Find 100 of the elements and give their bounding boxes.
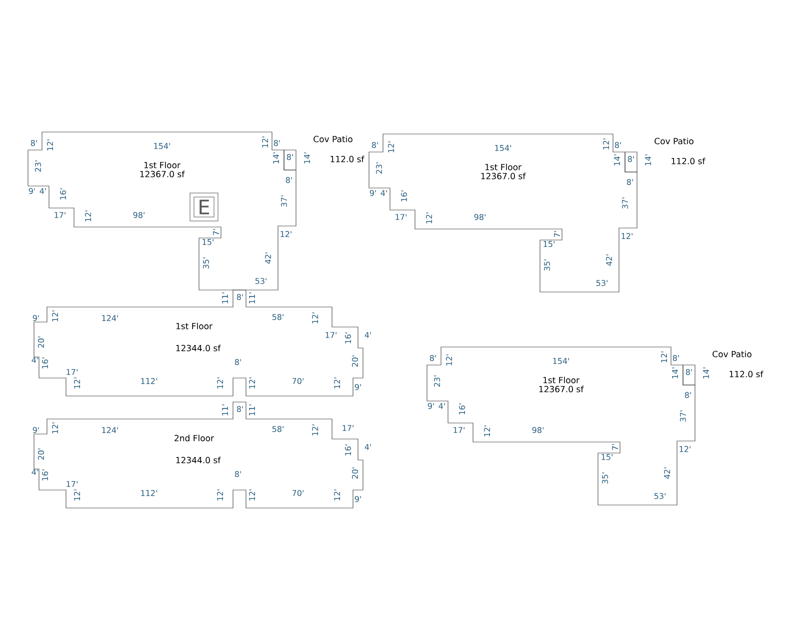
node-label: Cov Patio bbox=[712, 350, 752, 358]
dimension-label: 8' bbox=[286, 154, 293, 160]
dimension-label: 11' bbox=[222, 292, 228, 304]
dimension-label: 20' bbox=[38, 336, 44, 348]
dimension-label: 14' bbox=[672, 368, 678, 378]
dimension-label: 12' bbox=[334, 490, 340, 500]
dimension-label: 16' bbox=[344, 332, 352, 344]
dimension-label: 12' bbox=[312, 312, 318, 324]
dimension-label: 17' bbox=[54, 212, 66, 218]
node-label: 112.0 sf bbox=[330, 156, 364, 162]
node-label: 112.0 sf bbox=[730, 370, 764, 378]
dimension-label: 20' bbox=[38, 448, 44, 460]
dimension-label: 12' bbox=[52, 310, 58, 322]
dimension-label: 14' bbox=[645, 154, 651, 166]
dimension-label: 4' bbox=[380, 190, 387, 196]
dimension-label: 98' bbox=[474, 214, 486, 220]
dimension-label: 42' bbox=[664, 468, 670, 479]
dimension-label: 8' bbox=[672, 354, 679, 362]
dimension-label: 9' bbox=[354, 384, 361, 390]
dimension-label: 15' bbox=[202, 239, 214, 245]
dimension-label: 8' bbox=[274, 140, 280, 146]
dimension-label: 12' bbox=[85, 210, 91, 222]
dimension-label: 9' bbox=[32, 314, 39, 322]
dimension-label: 42' bbox=[606, 254, 612, 266]
dimension-label: 8' bbox=[236, 406, 243, 412]
dimension-label: 16' bbox=[60, 188, 66, 200]
dimension-label: 8' bbox=[234, 470, 241, 478]
dimension-label: 9' bbox=[428, 402, 434, 410]
dimension-label: 8' bbox=[684, 392, 691, 398]
dimension-label: 8' bbox=[234, 358, 241, 366]
dimension-label: 35' bbox=[544, 260, 550, 271]
dimension-label: 7' bbox=[612, 444, 618, 450]
dimension-label: 17' bbox=[326, 332, 336, 338]
dimension-label: 8' bbox=[430, 354, 436, 362]
dimension-label: 154' bbox=[495, 145, 511, 151]
dimension-label: 12' bbox=[680, 446, 690, 452]
dimension-label: 12' bbox=[388, 142, 394, 152]
dimension-label: 17' bbox=[342, 425, 354, 431]
dimension-label: 112' bbox=[141, 490, 157, 496]
dimension-label: 12' bbox=[74, 490, 80, 500]
dimension-label: 98' bbox=[532, 426, 544, 434]
dimension-label: 14' bbox=[614, 154, 620, 166]
dimension-label: 17' bbox=[66, 481, 78, 487]
dimension-label: 12' bbox=[47, 140, 53, 150]
dimension-label: 11' bbox=[222, 404, 228, 416]
dimension-label: 16' bbox=[42, 358, 48, 368]
dimension-label: 35' bbox=[602, 472, 608, 484]
node-label: 112.0 sf bbox=[672, 158, 706, 164]
dimension-label: 4' bbox=[40, 188, 46, 194]
dimension-label: 98' bbox=[133, 212, 144, 218]
dimension-label: 42' bbox=[265, 252, 271, 264]
dimension-label: 12' bbox=[484, 426, 490, 436]
dimension-label: 12' bbox=[249, 490, 255, 500]
dimension-label: 17' bbox=[454, 427, 464, 433]
dimension-label: 37' bbox=[680, 410, 686, 422]
dimension-label: 70' bbox=[292, 490, 304, 496]
dimension-label: 12' bbox=[262, 136, 268, 148]
dimension-label: 12' bbox=[603, 138, 609, 150]
dimension-label: 14' bbox=[703, 368, 709, 378]
dimension-label: 16' bbox=[344, 444, 352, 456]
dimension-label: 15' bbox=[602, 454, 612, 460]
dimension-label: 23' bbox=[376, 162, 382, 174]
dimension-label: 14' bbox=[273, 152, 279, 164]
dimension-label: 37' bbox=[280, 196, 288, 207]
dimension-label: 7' bbox=[213, 229, 219, 235]
dimension-label: 17' bbox=[66, 369, 78, 375]
dimension-label: 37' bbox=[622, 198, 628, 209]
dimension-label: 12' bbox=[74, 378, 80, 388]
dimension-label: 124' bbox=[102, 427, 118, 433]
dimension-label: 14' bbox=[304, 152, 310, 164]
dimension-label: 58' bbox=[272, 314, 284, 320]
node-label: Cov Patio bbox=[314, 136, 352, 142]
dimension-label: 4' bbox=[32, 469, 38, 475]
dimension-label: 20' bbox=[352, 468, 358, 479]
dimension-label: 12' bbox=[426, 212, 432, 224]
dimension-label: 4' bbox=[32, 357, 38, 363]
dimension-label: 8' bbox=[626, 178, 633, 186]
dimension-label: 16' bbox=[400, 190, 408, 202]
dimension-label: 12' bbox=[334, 378, 340, 388]
dimension-label: 8' bbox=[628, 156, 634, 162]
dimension-label: 23' bbox=[34, 160, 42, 172]
dimension-label: 12' bbox=[217, 378, 223, 388]
dimension-label: 8' bbox=[30, 140, 37, 146]
dimension-label: 154' bbox=[553, 358, 569, 364]
dimension-label: 154' bbox=[154, 143, 170, 149]
dimension-label: 8' bbox=[372, 142, 378, 148]
dimension-label: 12' bbox=[661, 352, 667, 362]
dimension-label: 15' bbox=[544, 241, 554, 247]
dimension-label: 12' bbox=[280, 231, 292, 237]
dimension-label: 16' bbox=[42, 470, 48, 480]
dimension-label: 12' bbox=[446, 354, 452, 366]
dimension-label: 124' bbox=[102, 315, 118, 321]
dimension-label: 16' bbox=[458, 404, 466, 414]
dimension-label: 9' bbox=[370, 190, 376, 196]
dimension-label: 9' bbox=[354, 496, 361, 502]
dimension-label: 7' bbox=[554, 231, 560, 237]
dimension-label: 53' bbox=[255, 278, 266, 284]
dimension-label: 8' bbox=[614, 142, 621, 148]
dimension-label: 53' bbox=[596, 280, 608, 286]
dimension-label: 11' bbox=[249, 292, 255, 304]
